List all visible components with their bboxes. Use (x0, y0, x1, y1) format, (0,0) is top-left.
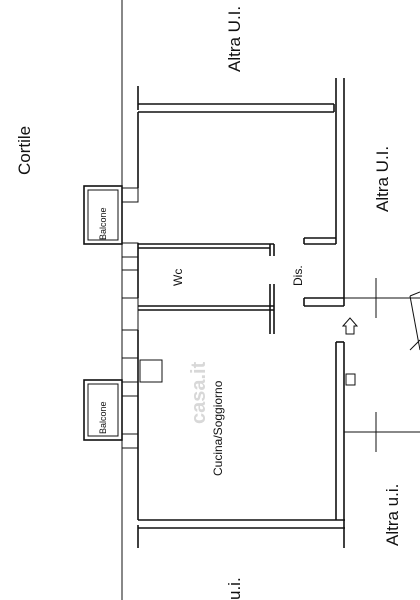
label-altra-ui-mid: Altra U.I. (373, 146, 392, 212)
corridor-wall (303, 78, 345, 548)
courtyard-wall (121, 86, 163, 548)
dimension-marks (344, 278, 420, 452)
label-cortile: Cortile (15, 126, 34, 175)
label-balcone-bottom: Balcone (98, 401, 108, 434)
watermark: casa.it (188, 361, 210, 424)
label-ui-bottom: u.i. (225, 577, 244, 600)
balcone-bottom (83, 379, 123, 441)
wc-walls (138, 243, 275, 334)
label-altra-ui-top: Altra U.I. (225, 6, 244, 72)
balcone-top (83, 185, 123, 245)
entrance-arrow-icon (341, 317, 359, 335)
label-cucina-soggiorno: Cucina/Soggiorno (211, 380, 225, 476)
doorbell-box (345, 373, 356, 386)
label-dis: Dis. (291, 265, 305, 286)
bottom-wall (138, 519, 345, 529)
top-wall (138, 103, 335, 113)
label-balcone-top: Balcone (98, 207, 108, 240)
label-altra-ui-low: Altra u.i. (383, 484, 402, 546)
label-wc: Wc (171, 269, 185, 286)
